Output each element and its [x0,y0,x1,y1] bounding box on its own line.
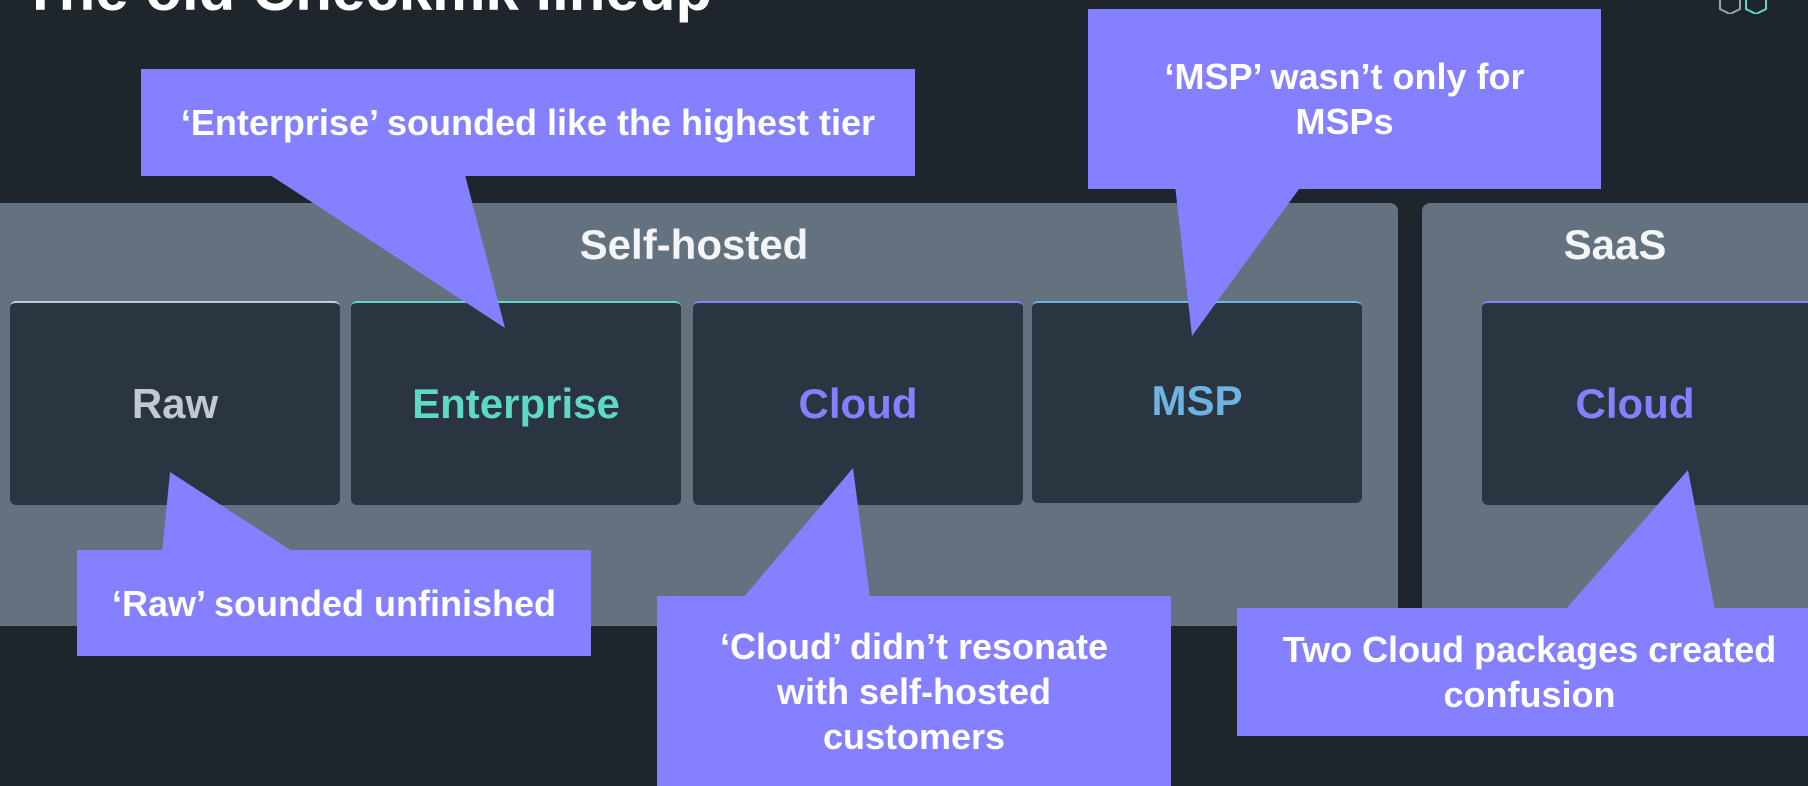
slide-title: The old Checkmk lineup [22,0,712,26]
callout-cloud: ‘Cloud’ didn’t resonate with self-hosted… [657,596,1171,786]
callout-tail-two-cloud [1565,470,1715,610]
callout-tail-enterprise [270,175,505,328]
package-card-cloud-saas: Cloud [1482,301,1808,505]
callout-msp: ‘MSP’ wasn’t only for MSPs [1088,9,1601,189]
callout-tail-cloud [743,468,870,598]
callout-raw: ‘Raw’ sounded unfinished [77,550,591,656]
package-label-msp: MSP [1151,377,1243,424]
group-title-self-hosted: Self-hosted [579,221,809,268]
package-label-cloud-self-hosted: Cloud [798,380,918,427]
package-card-msp: MSP [1032,301,1362,503]
callout-tail-msp [1175,185,1302,336]
callout-tail-raw [162,472,295,553]
package-card-raw: Raw [10,301,340,505]
package-card-cloud-self-hosted: Cloud [693,301,1023,505]
package-label-enterprise: Enterprise [412,380,620,427]
callout-enterprise: ‘Enterprise’ sounded like the highest ti… [141,69,915,176]
package-label-cloud-saas: Cloud [1575,380,1695,427]
package-label-raw: Raw [131,380,219,427]
package-card-enterprise: Enterprise [351,301,681,505]
group-title-saas: SaaS [1563,221,1667,268]
callout-two-cloud: Two Cloud packages created confusion [1237,608,1808,736]
checkmk-logo-icon [1719,0,1767,14]
